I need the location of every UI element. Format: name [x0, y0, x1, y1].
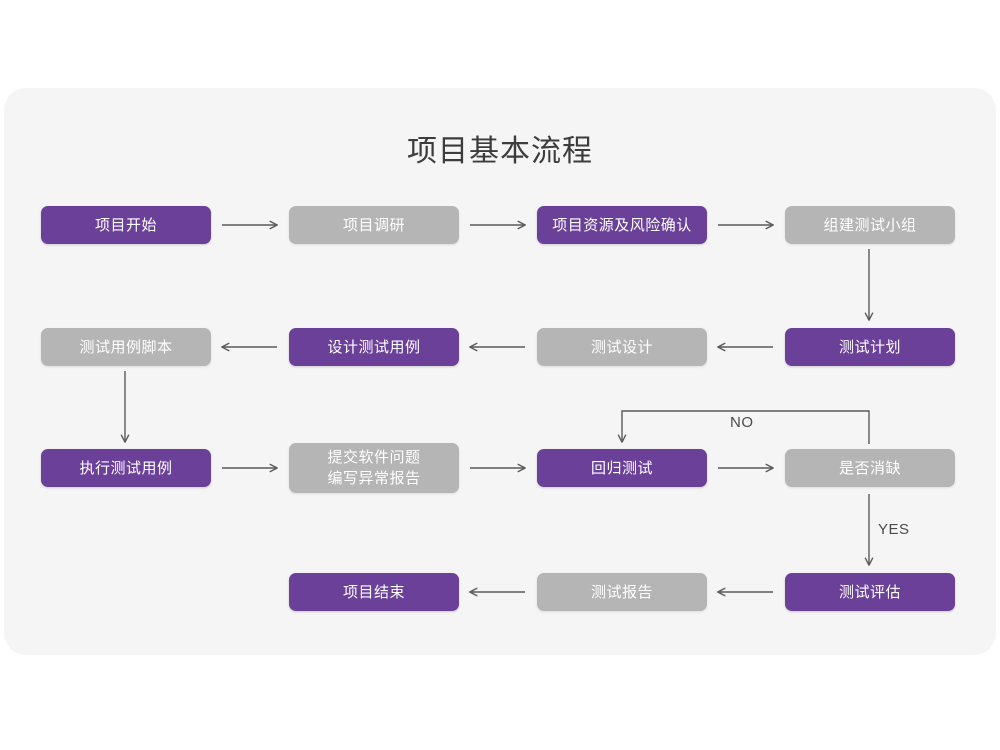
node-label: 测试报告	[590, 583, 653, 601]
node-design-case[interactable]: 设计测试用例	[289, 328, 459, 366]
edge-label-yes: YES	[878, 521, 910, 538]
node-execute-case[interactable]: 执行测试用例	[41, 449, 211, 487]
node-label: 测试设计	[590, 338, 653, 356]
node-build-team[interactable]: 组建测试小组	[785, 206, 955, 244]
node-label: 设计测试用例	[327, 338, 421, 356]
flowchart-panel	[4, 88, 996, 655]
node-label: 提交软件问题 编写异常报告	[327, 449, 421, 487]
page-title: 项目基本流程	[407, 135, 593, 168]
node-project-end[interactable]: 项目结束	[289, 573, 459, 611]
node-label: 测试评估	[838, 583, 901, 601]
node-label: 回归测试	[590, 459, 653, 477]
node-label: 项目调研	[342, 216, 405, 234]
node-test-evaluate[interactable]: 测试评估	[785, 573, 955, 611]
node-label: 测试用例脚本	[79, 338, 173, 356]
node-label: 执行测试用例	[79, 459, 173, 477]
edge-label-no: NO	[730, 414, 754, 431]
node-label: 项目开始	[94, 216, 157, 234]
node-resource-risk[interactable]: 项目资源及风险确认	[537, 206, 707, 244]
node-project-start[interactable]: 项目开始	[41, 206, 211, 244]
node-case-script[interactable]: 测试用例脚本	[41, 328, 211, 366]
node-defect-cleared[interactable]: 是否消缺	[785, 449, 955, 487]
node-label: 项目资源及风险确认	[552, 216, 692, 234]
node-test-report[interactable]: 测试报告	[537, 573, 707, 611]
node-submit-defect[interactable]: 提交软件问题 编写异常报告	[289, 443, 459, 493]
node-project-survey[interactable]: 项目调研	[289, 206, 459, 244]
node-label: 项目结束	[342, 583, 405, 601]
node-regression[interactable]: 回归测试	[537, 449, 707, 487]
node-label: 组建测试小组	[823, 216, 917, 234]
node-label: 是否消缺	[838, 459, 901, 477]
node-test-design[interactable]: 测试设计	[537, 328, 707, 366]
node-test-plan[interactable]: 测试计划	[785, 328, 955, 366]
node-label: 测试计划	[838, 338, 901, 356]
